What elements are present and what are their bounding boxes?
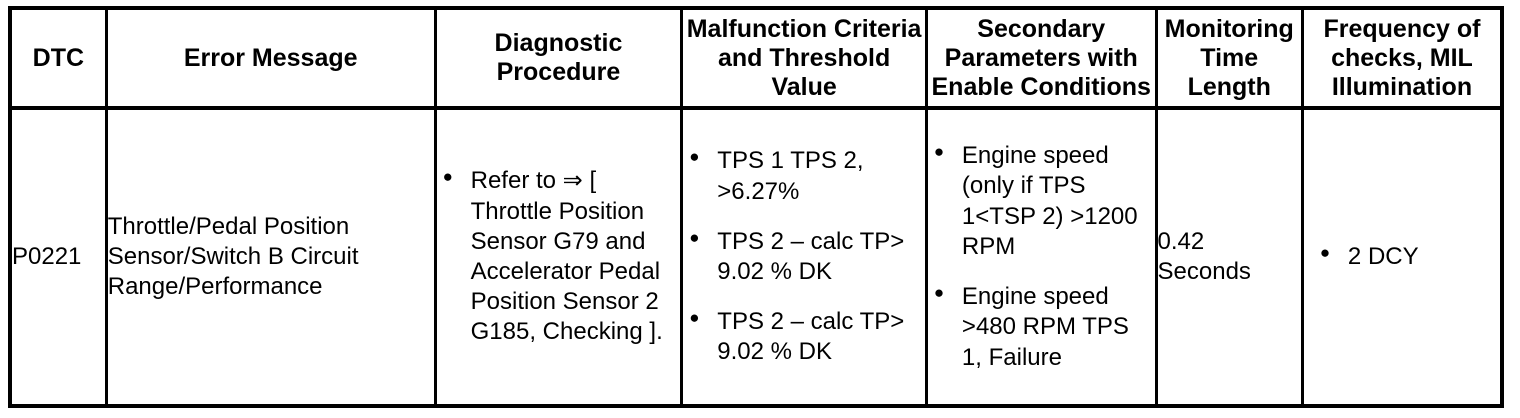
header-line: Procedure xyxy=(496,58,621,86)
header-line: Malfunction Criteria xyxy=(686,14,922,43)
header-line: and Threshold xyxy=(717,43,891,72)
header-line: Length xyxy=(1187,72,1271,101)
monitoring-time-line: Seconds xyxy=(1157,258,1251,285)
dtc-table: DTC Error Message Diagnostic Procedure M… xyxy=(8,6,1504,408)
header-line: Diagnostic xyxy=(494,29,623,57)
table-row: P0221 Throttle/Pedal Position Sensor/Swi… xyxy=(8,108,1504,406)
header-line: Monitoring xyxy=(1164,14,1294,43)
column-header-diagnostic-procedure: Diagnostic Procedure xyxy=(433,8,684,110)
cell-frequency-checks: 2 DCY xyxy=(1300,108,1504,406)
column-header-frequency-checks: Frequency of checks, MIL Illumination xyxy=(1300,8,1504,110)
error-message-line: Sensor/Switch B Circuit xyxy=(107,242,359,270)
column-header-monitoring-time: Monitoring Time Length xyxy=(1154,8,1304,110)
list-item: Engine speed >480 RPM TPS 1, Failure xyxy=(928,280,1155,373)
header-line: Time xyxy=(1200,43,1259,72)
list-item: TPS 2 – calc TP> 9.02 % DK xyxy=(683,305,925,367)
error-message-line: Throttle/Pedal Position xyxy=(107,212,350,240)
list-item: TPS 2 – calc TP> 9.02 % DK xyxy=(683,225,925,287)
frequency-checks-list: 2 DCY xyxy=(1304,240,1500,272)
list-item: Engine speed (only if TPS 1<TSP 2) >1200… xyxy=(928,139,1155,262)
header-line: Frequency of xyxy=(1323,14,1481,43)
table-header: DTC Error Message Diagnostic Procedure M… xyxy=(8,8,1504,110)
header-line: Error Message xyxy=(183,43,358,72)
cell-secondary-parameters: Engine speed (only if TPS 1<TSP 2) >1200… xyxy=(924,108,1158,406)
malfunction-criteria-list: TPS 1 TPS 2, >6.27% TPS 2 – calc TP> 9.0… xyxy=(683,144,925,367)
dtc-code: P0221 xyxy=(12,242,82,270)
cell-error-message: Throttle/Pedal Position Sensor/Switch B … xyxy=(104,108,437,406)
header-line: DTC xyxy=(32,43,85,72)
header-line: checks, MIL xyxy=(1331,43,1473,72)
header-line: Secondary xyxy=(977,14,1106,43)
header-line: Value xyxy=(771,72,837,101)
column-header-error-message: Error Message xyxy=(104,8,437,110)
header-line: Illumination xyxy=(1331,72,1473,101)
header-line: Enable Conditions xyxy=(931,72,1151,101)
header-row: DTC Error Message Diagnostic Procedure M… xyxy=(8,8,1504,110)
cell-dtc: P0221 xyxy=(8,108,108,406)
cell-monitoring-time: 0.42 Seconds xyxy=(1154,108,1304,406)
error-message-line: Range/Performance xyxy=(107,273,323,301)
table-body: P0221 Throttle/Pedal Position Sensor/Swi… xyxy=(8,108,1504,406)
diagnostic-procedure-list: Refer to ⇒ [ Throttle Position Sensor G7… xyxy=(437,164,681,347)
secondary-parameters-list: Engine speed (only if TPS 1<TSP 2) >1200… xyxy=(928,139,1155,373)
column-header-dtc: DTC xyxy=(8,8,108,110)
cell-malfunction-criteria: TPS 1 TPS 2, >6.27% TPS 2 – calc TP> 9.0… xyxy=(680,108,928,406)
column-header-secondary-parameters: Secondary Parameters with Enable Conditi… xyxy=(924,8,1158,110)
list-item: 2 DCY xyxy=(1304,240,1500,272)
list-item: Refer to ⇒ [ Throttle Position Sensor G7… xyxy=(437,164,681,347)
column-header-malfunction-criteria: Malfunction Criteria and Threshold Value xyxy=(680,8,928,110)
header-line: Parameters with xyxy=(944,43,1138,72)
list-item: TPS 1 TPS 2, >6.27% xyxy=(683,144,925,206)
monitoring-time-line: 0.42 xyxy=(1157,227,1205,255)
cell-diagnostic-procedure: Refer to ⇒ [ Throttle Position Sensor G7… xyxy=(433,108,684,406)
